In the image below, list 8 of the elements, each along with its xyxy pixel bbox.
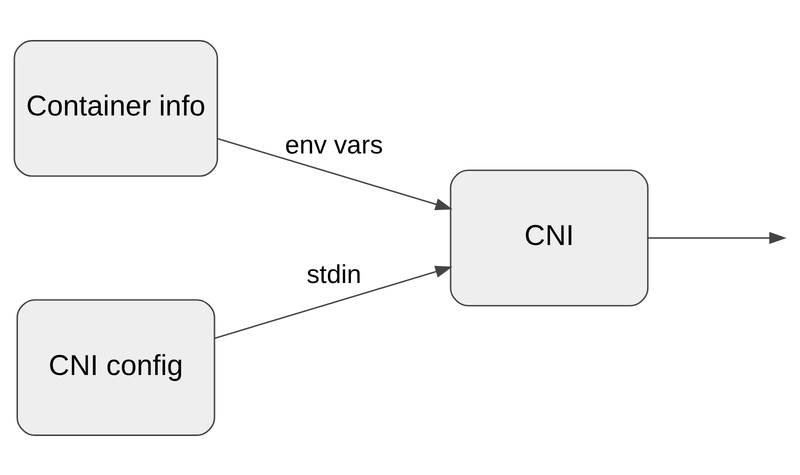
arrow [217, 137, 453, 210]
node-box: CNI [450, 169, 649, 306]
arrow [214, 265, 453, 338]
node-box: CNI config [16, 298, 216, 436]
edge-label: env vars [285, 131, 383, 160]
edge-label: stdin [306, 260, 362, 289]
node-box: Container info [14, 40, 218, 176]
arrow [648, 231, 787, 244]
